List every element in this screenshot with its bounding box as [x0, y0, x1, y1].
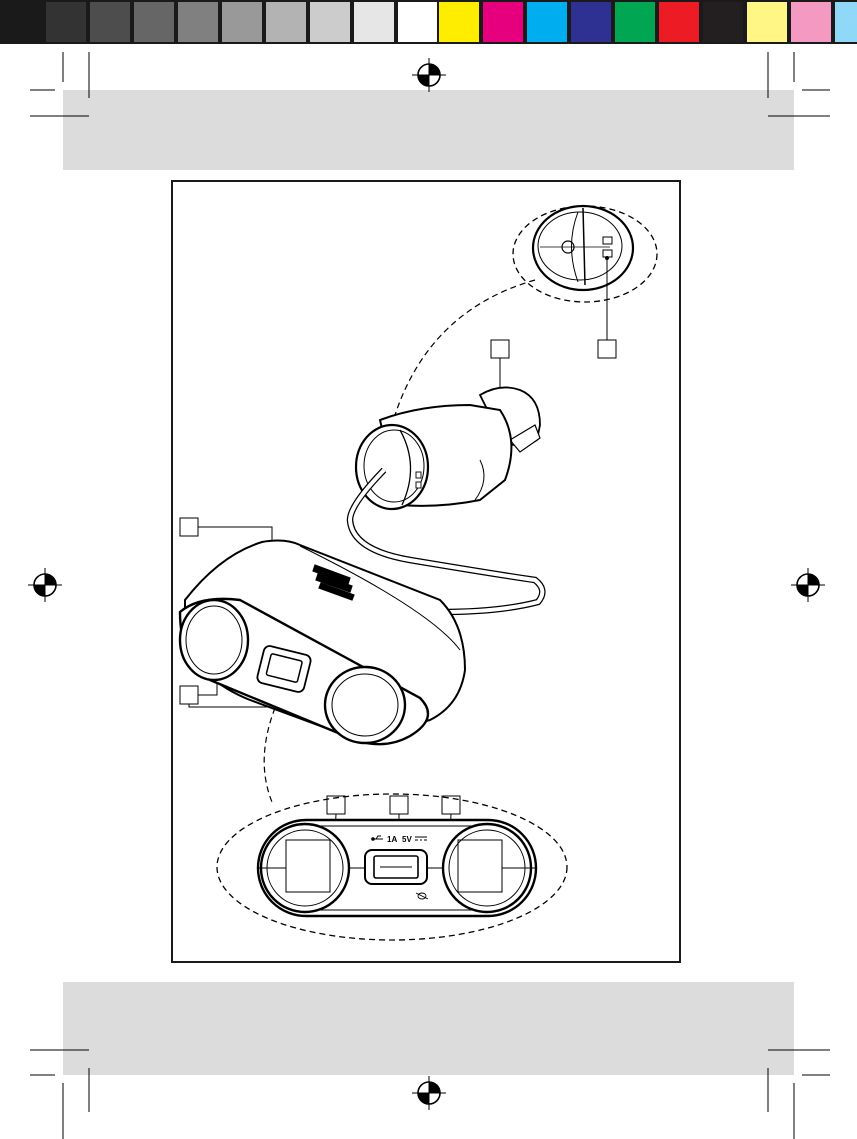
usb-voltage-label: 5V [402, 835, 412, 844]
gray-swatch-4 [132, 0, 176, 44]
detail-link-top [394, 279, 536, 416]
color-swatch-5 [613, 0, 657, 44]
color-swatch-6 [657, 0, 701, 44]
gray-swatch-8 [308, 0, 352, 44]
socket-adapter [178, 539, 467, 746]
dc-symbol-icon [415, 836, 427, 841]
cmyk-color-bar [437, 0, 857, 44]
socket-front-view [216, 793, 568, 941]
color-swatch-2 [481, 0, 525, 44]
gray-swatch-2 [44, 0, 88, 44]
gray-swatch-10 [396, 0, 440, 44]
color-swatch-3 [525, 0, 569, 44]
detail-link-bottom [263, 707, 276, 803]
figure-frame [171, 180, 681, 963]
color-swatch-1 [437, 0, 481, 44]
plug-end-detail [512, 204, 658, 303]
gray-swatch-5 [176, 0, 220, 44]
usb-current-label: 1A [387, 835, 397, 844]
color-swatch-8 [745, 0, 789, 44]
bottom-gray-band [63, 982, 794, 1075]
fuse-icon [415, 892, 429, 900]
gray-swatch-7 [264, 0, 308, 44]
gray-swatch-3 [88, 0, 132, 44]
color-swatch-4 [569, 0, 613, 44]
usb-symbol-icon [371, 835, 383, 841]
color-swatch-7 [701, 0, 745, 44]
car-plug [354, 386, 541, 511]
registration-mark-top [411, 57, 447, 93]
crop-marks [30, 52, 830, 1139]
registration-mark-bottom [411, 1075, 447, 1111]
gray-swatch-1 [0, 0, 44, 44]
cable-inner [347, 468, 545, 614]
color-swatch-9 [789, 0, 833, 44]
grayscale-color-bar [0, 0, 440, 44]
gray-swatch-9 [352, 0, 396, 44]
registration-mark-right [790, 567, 826, 603]
gray-swatch-6 [220, 0, 264, 44]
top-gray-band [63, 90, 794, 170]
registration-mark-left [27, 567, 63, 603]
color-swatch-10 [833, 0, 857, 44]
